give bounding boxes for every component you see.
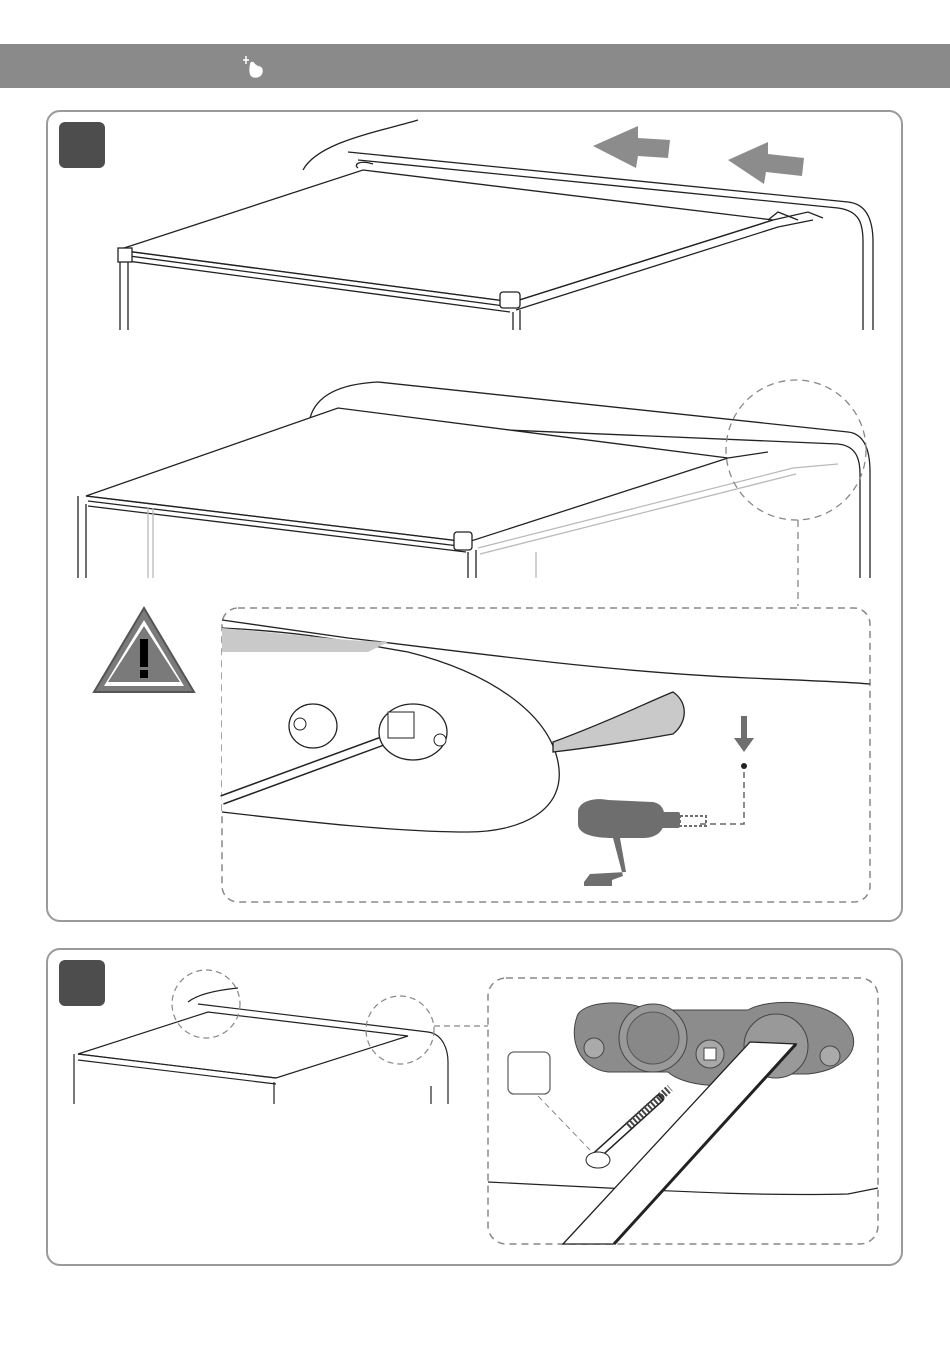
bracket-detail bbox=[488, 978, 878, 1244]
header-bar bbox=[0, 44, 950, 88]
step-2-illustrations bbox=[48, 950, 901, 1264]
awning-overview bbox=[74, 970, 488, 1104]
step-2-panel bbox=[46, 948, 903, 1266]
warning-triangle-icon bbox=[94, 608, 194, 692]
left-arrow-icon bbox=[593, 126, 670, 168]
end-cap-detail bbox=[222, 608, 870, 902]
down-arrow-icon bbox=[734, 716, 754, 752]
drill-icon bbox=[578, 799, 706, 886]
step-1-panel bbox=[46, 110, 903, 922]
hand-touch-icon bbox=[240, 54, 270, 80]
awning-retracted-with-ghost bbox=[78, 380, 870, 606]
right-arrow-icon bbox=[728, 142, 804, 184]
step-1-illustrations bbox=[48, 112, 901, 920]
